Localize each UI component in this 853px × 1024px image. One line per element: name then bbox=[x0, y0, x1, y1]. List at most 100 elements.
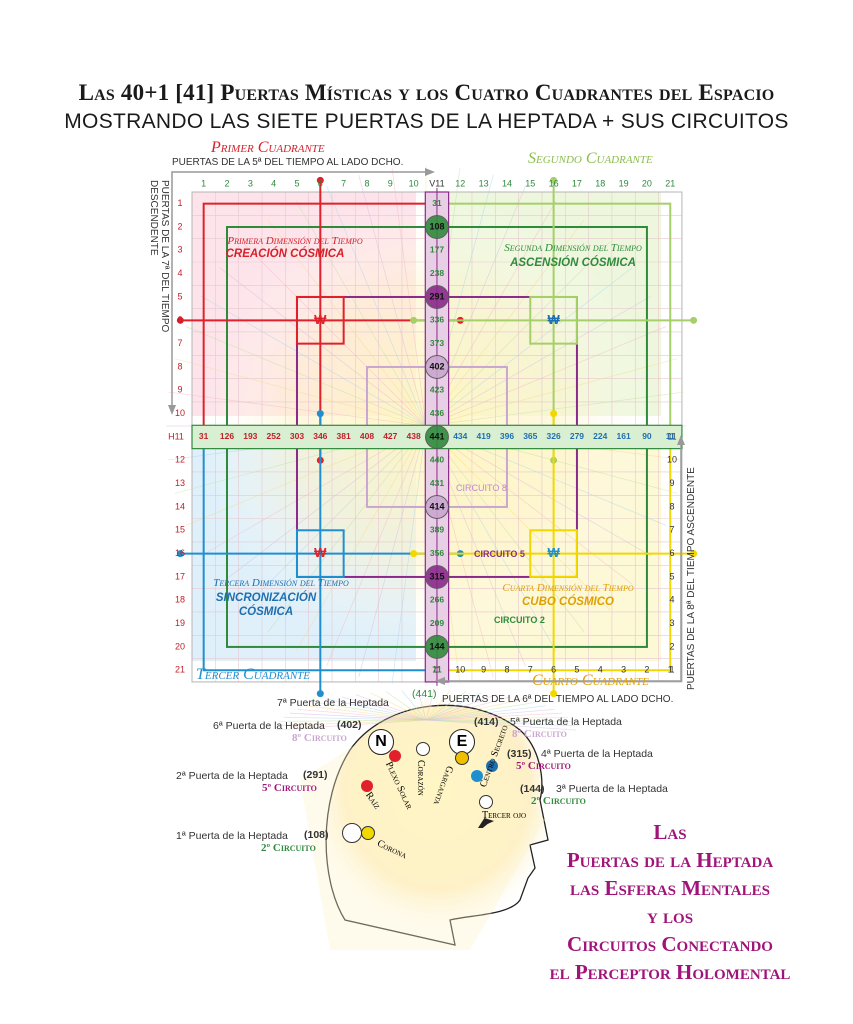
left-row-label: 5 bbox=[177, 291, 182, 301]
heptad-gate-circle bbox=[424, 424, 449, 449]
top-col-label: 12 bbox=[455, 178, 465, 188]
sphere-corazon: Corazón bbox=[415, 760, 426, 796]
right-row-label: 9 bbox=[669, 478, 674, 488]
right-row-label: 2 bbox=[669, 641, 674, 651]
v-col-value: 440 bbox=[430, 455, 444, 465]
top-col-label: 14 bbox=[502, 178, 512, 188]
v-col-value: 71 bbox=[432, 665, 442, 675]
left-row-label: 6 bbox=[177, 315, 182, 325]
star-ray bbox=[219, 267, 427, 427]
right-row-label: 10 bbox=[667, 455, 677, 465]
heptad-gate-circle bbox=[424, 634, 449, 659]
quadrant-1-dot bbox=[176, 316, 184, 324]
heptad-gate-number: 108 bbox=[429, 221, 444, 231]
h-row-value: 396 bbox=[500, 431, 514, 441]
gate-glyph: ₩ bbox=[314, 312, 327, 327]
dimension-3-title: Tercera Dimensión del Tiempo bbox=[213, 577, 349, 589]
heptad-gate-circle bbox=[424, 214, 449, 239]
crown-sphere-icon bbox=[361, 826, 375, 840]
gate-5-number: (414) bbox=[474, 716, 499, 728]
gate-3-circuit: 2º Circuito bbox=[531, 795, 586, 807]
quadrant-4-dot bbox=[410, 550, 418, 558]
head-ray bbox=[355, 694, 427, 721]
head-ray bbox=[417, 689, 427, 721]
quadrant-3-dot bbox=[316, 690, 324, 698]
heptad-gate-circle bbox=[424, 354, 449, 379]
h-row-value: 438 bbox=[407, 431, 421, 441]
gate-2-number: (291) bbox=[303, 769, 328, 781]
right-row-label: 8 bbox=[669, 501, 674, 511]
head-ray bbox=[425, 702, 535, 721]
bottom-col-label: 10 bbox=[455, 664, 465, 674]
v-col-value: 238 bbox=[430, 268, 444, 278]
quadrant-2-title: Segundo Cuadrante bbox=[528, 150, 653, 167]
left-row-label: 2 bbox=[177, 221, 182, 231]
top-col-label: 18 bbox=[595, 178, 605, 188]
bottom-col-label: 2 bbox=[644, 664, 649, 674]
third-eye-sphere-icon bbox=[479, 795, 493, 809]
quadrant-4-dot bbox=[690, 550, 698, 558]
h11-right-label: 11 bbox=[667, 431, 676, 441]
caption-line-2: Puertas de la Heptada bbox=[566, 848, 774, 872]
v-col-value: 436 bbox=[430, 408, 444, 418]
heptad-gate-number: 441 bbox=[429, 431, 444, 441]
top-col-label: 10 bbox=[409, 178, 419, 188]
gate-4-sphere-icon bbox=[486, 760, 498, 772]
heptad-gate-number: 414 bbox=[429, 501, 444, 511]
heart-sphere-icon bbox=[416, 742, 430, 756]
star-ray bbox=[295, 200, 427, 427]
left-row-label: 16 bbox=[175, 548, 185, 558]
top-col-label: 8 bbox=[364, 178, 369, 188]
right-row-label: 1 bbox=[669, 665, 674, 675]
head-ray bbox=[425, 716, 569, 721]
head-ray bbox=[425, 712, 563, 721]
quadrant-1-dot bbox=[316, 176, 324, 184]
dimension-4-name: CUBO CÓSMICO bbox=[522, 596, 614, 608]
left-row-label: 21 bbox=[175, 665, 185, 675]
head-ray bbox=[425, 694, 497, 721]
dimension-2-name: ASCENSIÓN CÓSMICA bbox=[510, 257, 636, 269]
left-row-label: 8 bbox=[177, 361, 182, 371]
left-row-label: 10 bbox=[175, 408, 185, 418]
quadrant-2-dot bbox=[690, 316, 698, 324]
gate-glyph: ₩ bbox=[314, 545, 327, 560]
head-ray bbox=[425, 690, 451, 721]
gate-3-label: 3ª Puerta de la Heptada bbox=[556, 783, 668, 795]
h-row-value: 252 bbox=[267, 431, 281, 441]
star-ray bbox=[425, 267, 633, 427]
head-ray bbox=[425, 699, 524, 721]
left-axis-label: PUERTAS DE LA 7ª DEL TIEMPO DESCENDENTE bbox=[148, 180, 170, 333]
top-col-label: 16 bbox=[549, 178, 559, 188]
star-ray bbox=[200, 295, 427, 427]
h-row-value: 408 bbox=[360, 431, 374, 441]
dimension-1-title: Primera Dimensión del Tiempo bbox=[227, 235, 363, 247]
caption-line-4: y los bbox=[646, 904, 694, 928]
dimension-1-name: CREACIÓN CÓSMICA bbox=[225, 248, 345, 260]
star-ray bbox=[295, 425, 427, 652]
right-axis-arrowhead bbox=[677, 435, 685, 445]
top-col-label: 9 bbox=[388, 178, 393, 188]
top-col-label: V11 bbox=[429, 178, 444, 188]
head-ray bbox=[425, 705, 546, 721]
caption-block: Las Puertas de la Heptada las Esferas Me… bbox=[510, 818, 830, 986]
h11-label: H11 bbox=[168, 431, 184, 441]
quadrant-1-title: Primer Cuadrante bbox=[211, 139, 325, 156]
v-col-value: 423 bbox=[430, 385, 444, 395]
v-col-value: 389 bbox=[430, 525, 444, 535]
head-ray bbox=[276, 719, 427, 727]
gate-1-ring-icon bbox=[342, 823, 362, 843]
head-ray bbox=[425, 689, 435, 721]
quadrant-2-dot bbox=[550, 176, 558, 184]
left-row-label: 18 bbox=[175, 595, 185, 605]
quadrant-2-dot bbox=[410, 316, 418, 324]
right-axis-label: PUERTAS DE LA 8ª DEL TIEMPO ASCENDENTE bbox=[686, 467, 697, 690]
bottom-col-label: 7 bbox=[528, 664, 533, 674]
sphere-tercer-ojo: Tercer ojo bbox=[482, 810, 527, 821]
right-row-label: 5 bbox=[669, 571, 674, 581]
top-col-label: 2 bbox=[224, 178, 229, 188]
gate-7-label: 7ª Puerta de la Heptada bbox=[277, 697, 389, 709]
star-ray bbox=[241, 425, 427, 611]
bottom-col-label: 8 bbox=[504, 664, 509, 674]
heptad-gate-circle bbox=[424, 284, 449, 309]
head-ray bbox=[425, 708, 555, 721]
